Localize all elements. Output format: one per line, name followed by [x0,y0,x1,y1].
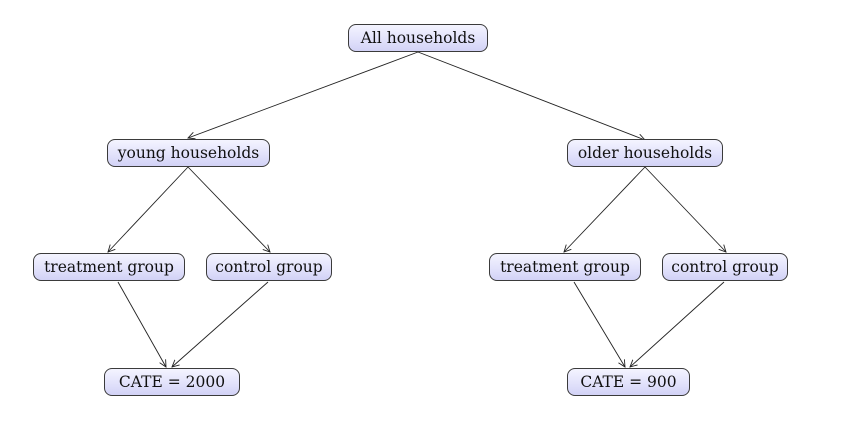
node-left-control-group: control group [206,253,332,281]
node-left-treatment-group: treatment group [33,253,185,281]
node-left-cate: CATE = 2000 [104,368,240,396]
edge-left-treatment-to-cate [117,281,166,367]
edge-root-to-older [417,51,645,140]
node-all-households: All households [348,24,488,52]
node-young-households: young households [107,139,270,167]
node-right-treatment-group: treatment group [489,253,641,281]
edge-left-control-to-cate [172,281,269,367]
node-right-cate: CATE = 900 [567,368,690,396]
edge-young-to-control [187,166,270,252]
node-right-control-group: control group [662,253,788,281]
edge-older-to-treatment [564,166,646,252]
edge-young-to-treatment [108,166,189,252]
edge-right-treatment-to-cate [573,281,625,367]
edge-root-to-young [188,51,419,138]
node-older-households: older households [567,139,723,167]
edge-right-control-to-cate [630,281,725,367]
edge-older-to-control [644,166,726,252]
